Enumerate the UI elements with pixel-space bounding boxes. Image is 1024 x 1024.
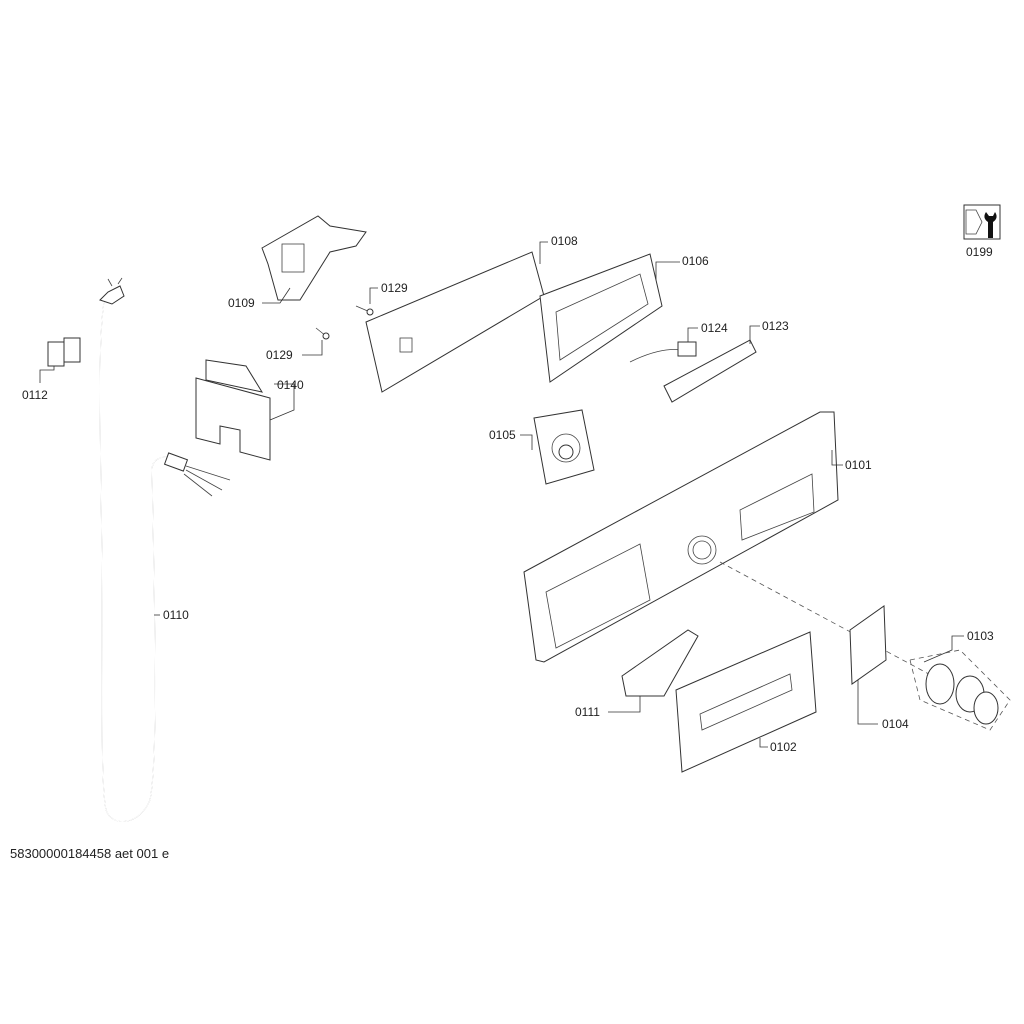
dispenser-cover-part xyxy=(621,629,699,697)
part-label-0129[interactable]: 0129 xyxy=(266,348,293,362)
assembly-axis-line xyxy=(719,561,941,681)
screw-part xyxy=(315,327,330,340)
drawer-handle-part xyxy=(675,631,817,773)
part-label-0106[interactable]: 0106 xyxy=(682,254,709,268)
service-tool-icon xyxy=(963,204,1001,240)
cable-clip-part xyxy=(47,337,81,367)
part-label-0103[interactable]: 0103 xyxy=(967,629,994,643)
foil-part xyxy=(849,605,887,685)
module-box-part xyxy=(195,359,271,461)
part-label-0104[interactable]: 0104 xyxy=(882,717,909,731)
part-label-0129[interactable]: 0129 xyxy=(381,281,408,295)
part-label-0102[interactable]: 0102 xyxy=(770,740,797,754)
part-label-0110[interactable]: 0110 xyxy=(163,608,189,622)
part-label-0105[interactable]: 0105 xyxy=(489,428,516,442)
control-panel-part xyxy=(523,411,839,663)
leader-lines xyxy=(39,241,1011,748)
bracket-part xyxy=(261,215,367,301)
part-label-0199[interactable]: 0199 xyxy=(966,245,993,259)
control-board-part xyxy=(365,251,545,393)
part-label-0109[interactable]: 0109 xyxy=(228,296,255,310)
part-label-0124[interactable]: 0124 xyxy=(701,321,728,335)
part-label-0140[interactable]: 0140 xyxy=(277,378,304,392)
display-frame-part xyxy=(539,253,663,383)
screw-part xyxy=(355,305,374,316)
part-label-0101[interactable]: 0101 xyxy=(845,458,872,472)
part-label-0123[interactable]: 0123 xyxy=(762,319,789,333)
document-id: 58300000184458 aet 001 e xyxy=(10,846,169,861)
part-label-0112[interactable]: 0112 xyxy=(22,388,48,402)
button-strip-part xyxy=(663,339,757,403)
selector-module-part xyxy=(533,409,595,485)
power-cord-part xyxy=(99,277,231,822)
part-label-0108[interactable]: 0108 xyxy=(551,234,578,248)
knob-part xyxy=(925,663,999,725)
wire-sensor-part xyxy=(629,341,697,363)
part-label-0111[interactable]: 0111 xyxy=(575,705,600,719)
